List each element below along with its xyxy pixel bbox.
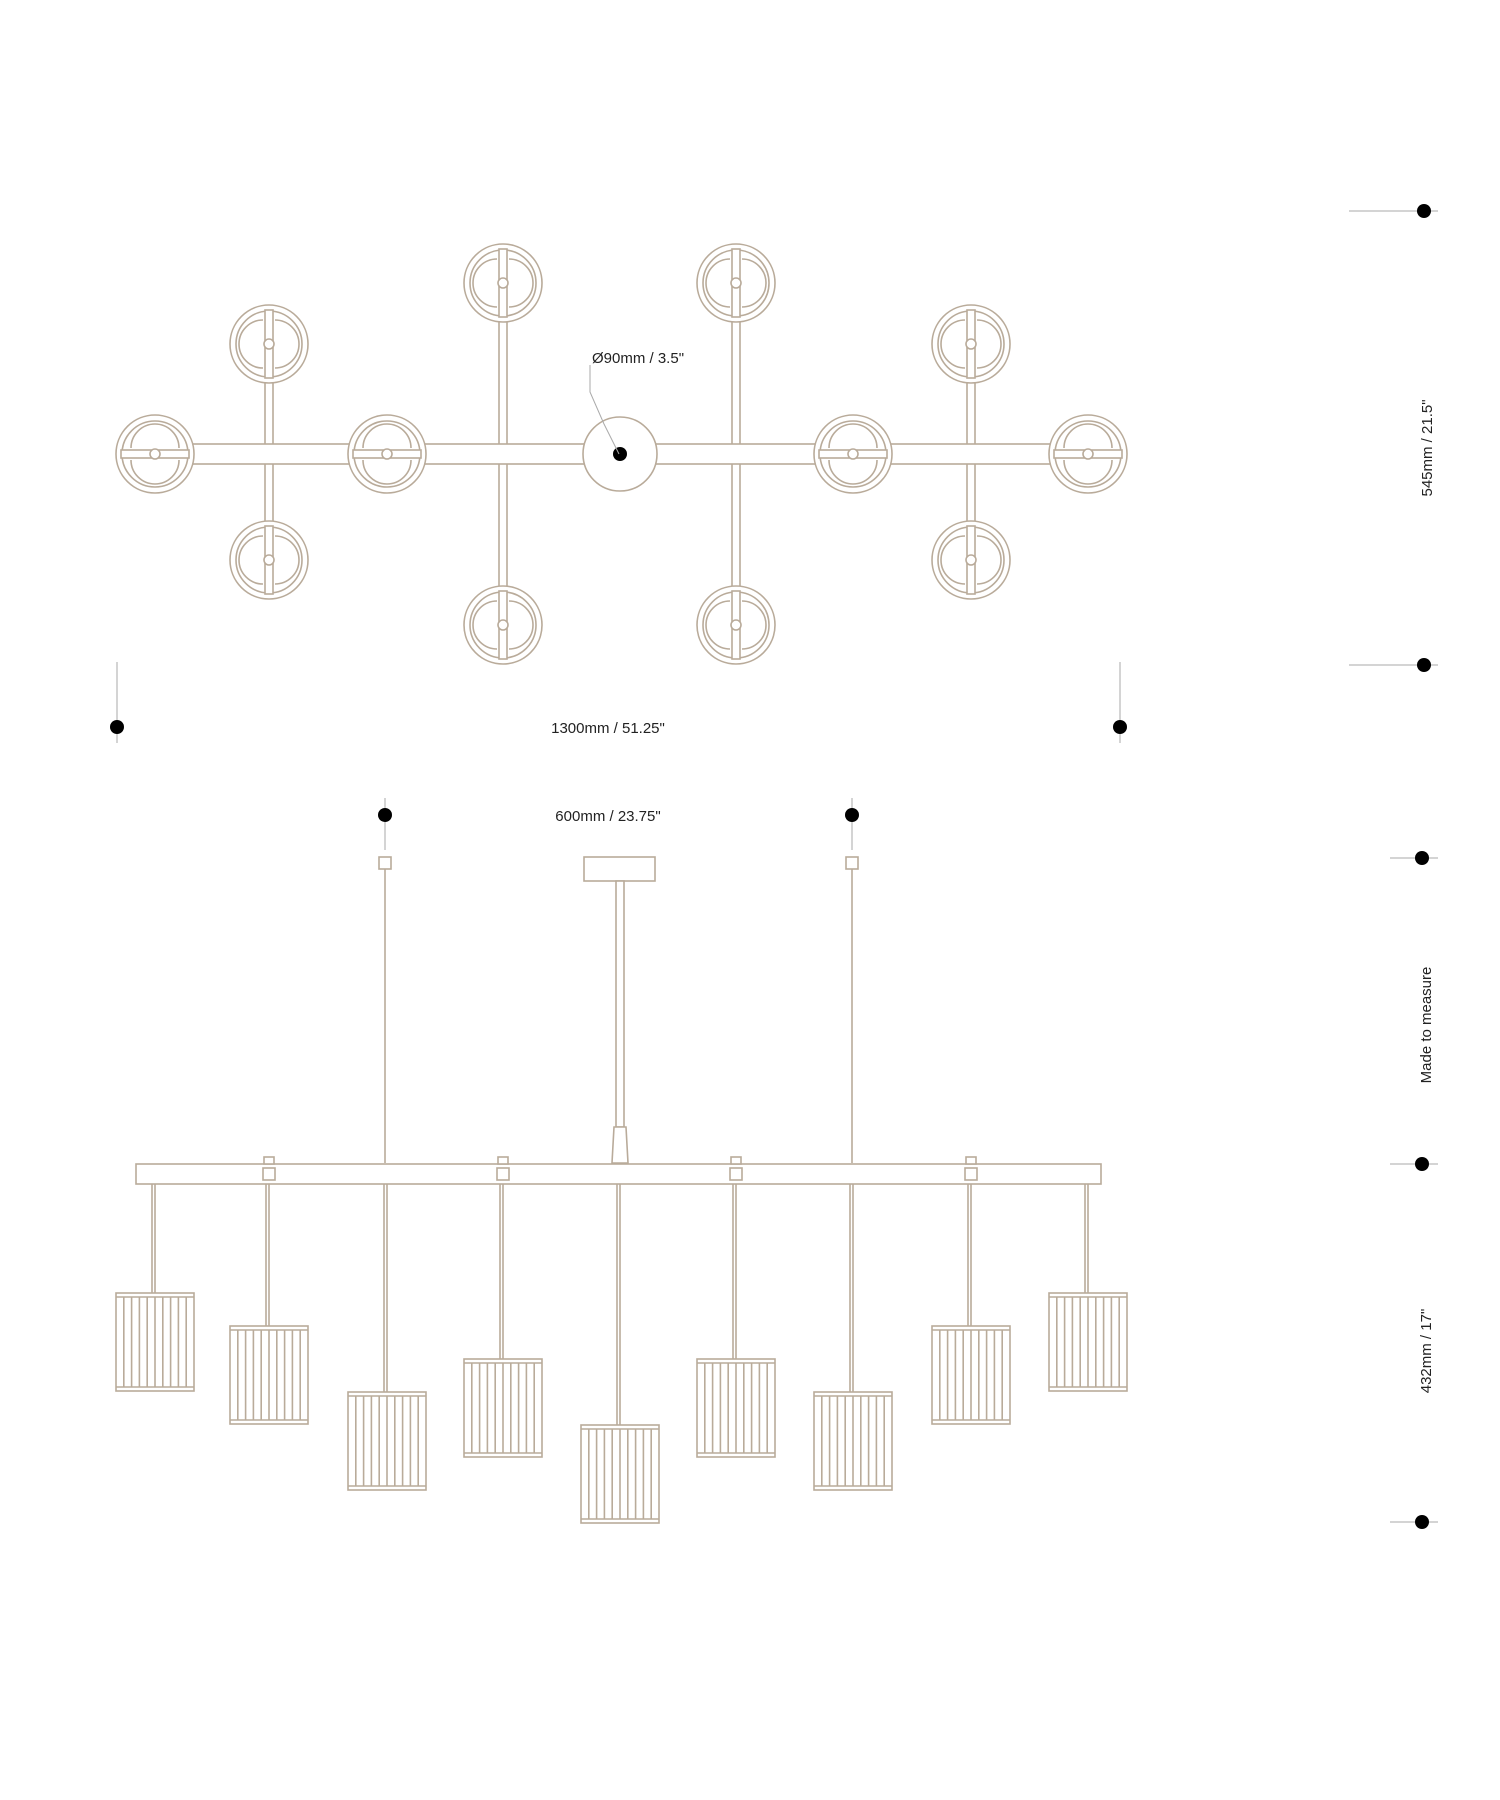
- drop-bottom-marker: [1415, 1157, 1429, 1171]
- plan-shade-socket: [1082, 448, 1094, 460]
- plan-shade-slot: [274, 535, 300, 585]
- plan-top-marker: [1417, 204, 1431, 218]
- side-connector: [496, 1167, 510, 1181]
- plan-shade: [347, 414, 427, 494]
- vertical-dimensions: 545mm / 21.5" Made to measure 432mm / 17…: [1349, 204, 1438, 1529]
- side-cable-grip: [845, 856, 859, 870]
- plan-shade-slot: [472, 258, 498, 308]
- side-shade: [229, 1184, 309, 1425]
- drop-height-label: Made to measure: [1418, 967, 1435, 1084]
- plan-shade-slot: [976, 535, 1002, 585]
- cable-marker-left: [378, 808, 392, 822]
- plan-shade-slot: [362, 423, 412, 449]
- plan-shade-slot: [508, 600, 534, 650]
- plan-shade-slot: [741, 600, 767, 650]
- width-marker-left: [110, 720, 124, 734]
- plan-shade-slot: [362, 459, 412, 485]
- plan-shade-slot: [1063, 459, 1113, 485]
- side-shade: [463, 1184, 543, 1458]
- plan-shade: [696, 243, 776, 323]
- side-connector: [262, 1167, 276, 1181]
- plan-shade: [931, 520, 1011, 600]
- plan-shade-socket: [149, 448, 161, 460]
- plan-shade-slot: [828, 459, 878, 485]
- plan-shade-socket: [847, 448, 859, 460]
- plan-shade-slot: [940, 535, 966, 585]
- diameter-leader: [589, 365, 620, 455]
- plan-shade: [931, 304, 1011, 384]
- side-connector-top: [730, 1156, 742, 1165]
- plan-shade-slot: [238, 319, 264, 369]
- plan-shade: [463, 585, 543, 665]
- plan-shade-slot: [976, 319, 1002, 369]
- side-shade: [1048, 1184, 1128, 1392]
- plan-shade: [229, 520, 309, 600]
- plan-bottom-marker: [1417, 658, 1431, 672]
- plan-shade-socket: [497, 277, 509, 289]
- plan-shade-slot: [130, 459, 180, 485]
- plan-depth-label: 545mm / 21.5": [1419, 399, 1436, 496]
- plan-shade-socket: [263, 338, 275, 350]
- plan-dimensions: 1300mm / 51.25" Ø90mm / 3.5": [110, 350, 1127, 743]
- plan-canopy-center: [613, 447, 627, 461]
- plan-shade-slot: [705, 600, 731, 650]
- plan-shade-slot: [741, 258, 767, 308]
- plan-shade: [463, 243, 543, 323]
- plan-shade: [696, 585, 776, 665]
- plan-shade-slot: [472, 600, 498, 650]
- side-cable-grip: [378, 856, 392, 870]
- diameter-label: Ø90mm / 3.5": [592, 350, 684, 367]
- plan-shade-slot: [238, 535, 264, 585]
- side-rod-base: [611, 1126, 629, 1164]
- side-rod: [615, 880, 625, 1128]
- side-shade: [696, 1184, 776, 1458]
- plan-shade-slot: [130, 423, 180, 449]
- side-dimensions: 600mm / 23.75": [378, 798, 859, 850]
- side-shade: [931, 1184, 1011, 1425]
- side-shade: [580, 1184, 660, 1524]
- body-bottom-marker: [1415, 1515, 1429, 1529]
- plan-shade-socket: [381, 448, 393, 460]
- plan-shade-socket: [965, 338, 977, 350]
- side-view: [115, 856, 1128, 1524]
- cable-marker-right: [845, 808, 859, 822]
- plan-shade-socket: [965, 554, 977, 566]
- plan-shade-socket: [263, 554, 275, 566]
- plan-shade: [1048, 414, 1128, 494]
- side-shade: [115, 1184, 195, 1392]
- width-marker-right: [1113, 720, 1127, 734]
- plan-shade-slot: [705, 258, 731, 308]
- plan-shade: [115, 414, 195, 494]
- side-connector-top: [263, 1156, 275, 1165]
- plan-shade: [229, 304, 309, 384]
- side-connector-top: [497, 1156, 509, 1165]
- plan-shade: [813, 414, 893, 494]
- side-canopy: [583, 856, 656, 882]
- overall-width-label: 1300mm / 51.25": [551, 720, 665, 737]
- plan-view: [115, 243, 1128, 665]
- plan-shade-socket: [730, 277, 742, 289]
- plan-shade-slot: [508, 258, 534, 308]
- side-main-bar: [135, 1163, 1102, 1185]
- plan-shade-socket: [497, 619, 509, 631]
- drop-top-marker: [1415, 851, 1429, 865]
- plan-shade-socket: [730, 619, 742, 631]
- plan-shade-slot: [940, 319, 966, 369]
- side-shade: [347, 1184, 427, 1491]
- cable-spacing-label: 600mm / 23.75": [555, 808, 660, 825]
- plan-shade-slot: [274, 319, 300, 369]
- plan-shade-slot: [828, 423, 878, 449]
- plan-shade-slot: [1063, 423, 1113, 449]
- side-connector: [729, 1167, 743, 1181]
- side-connector-top: [965, 1156, 977, 1165]
- side-shade: [813, 1184, 893, 1491]
- body-height-label: 432mm / 17": [1418, 1309, 1435, 1394]
- side-connector: [964, 1167, 978, 1181]
